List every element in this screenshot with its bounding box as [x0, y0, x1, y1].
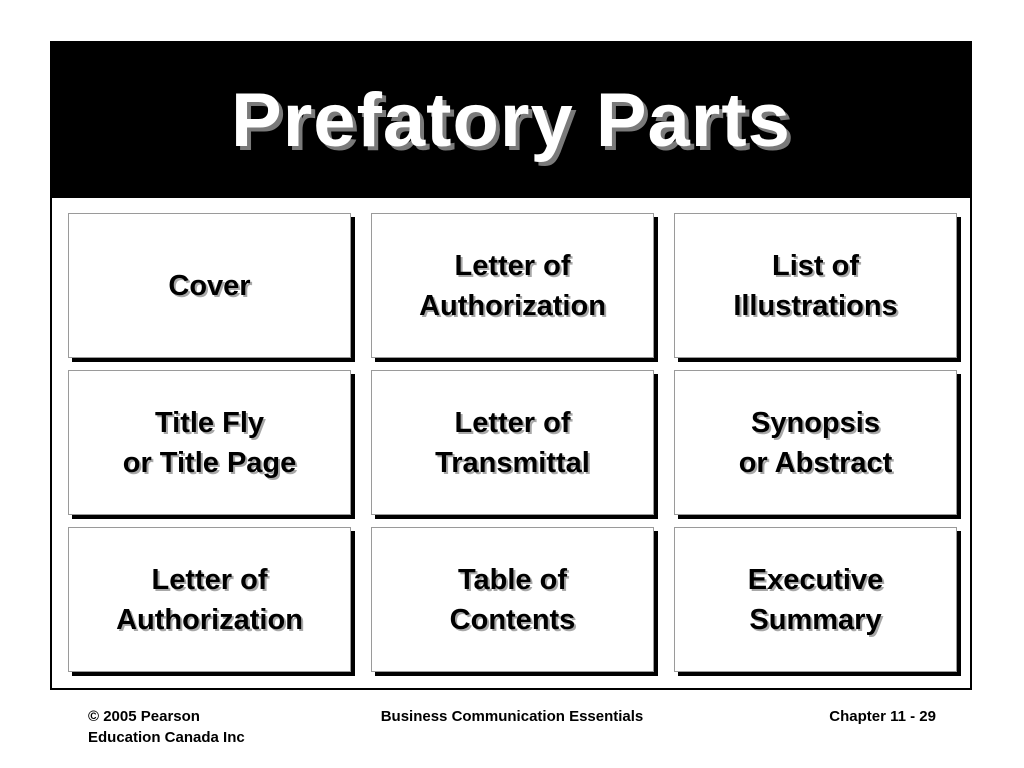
part-card-label: Letter of Authorization	[116, 563, 303, 636]
content-frame: Prefatory Parts Cover Letter of Authoriz…	[50, 41, 972, 690]
part-card-letter-of-authorization-2: Letter of Authorization	[68, 527, 351, 672]
part-card-label: Synopsis or Abstract	[738, 406, 893, 479]
part-card-table-of-contents: Table of Contents	[371, 527, 654, 672]
part-card-label: Cover	[168, 269, 251, 302]
part-card-synopsis: Synopsis or Abstract	[674, 370, 957, 515]
slide-title: Prefatory Parts	[231, 78, 791, 163]
part-card-letter-of-transmittal: Letter of Transmittal	[371, 370, 654, 515]
footer-copyright: © 2005 Pearson Education Canada Inc	[88, 708, 245, 746]
part-card-list-of-illustrations: List of Illustrations	[674, 213, 957, 358]
part-card-label: Executive Summary	[747, 563, 884, 636]
part-card-label: List of Illustrations	[733, 249, 898, 322]
part-card-label: Table of Contents	[449, 563, 576, 636]
part-card-label: Letter of Authorization	[419, 249, 606, 322]
parts-grid: Cover Letter of Authorization List of Il…	[68, 213, 957, 672]
footer-chapter: Chapter 11 - 29	[829, 708, 936, 725]
part-card-letter-of-authorization: Letter of Authorization	[371, 213, 654, 358]
part-card-label: Letter of Transmittal	[435, 406, 590, 479]
part-card-title-fly: Title Fly or Title Page	[68, 370, 351, 515]
footer-book-title: Business Communication Essentials	[380, 708, 644, 725]
part-card-executive-summary: Executive Summary	[674, 527, 957, 672]
title-bar: Prefatory Parts	[52, 43, 970, 198]
part-card-label: Title Fly or Title Page	[122, 406, 297, 479]
part-card-cover: Cover	[68, 213, 351, 358]
